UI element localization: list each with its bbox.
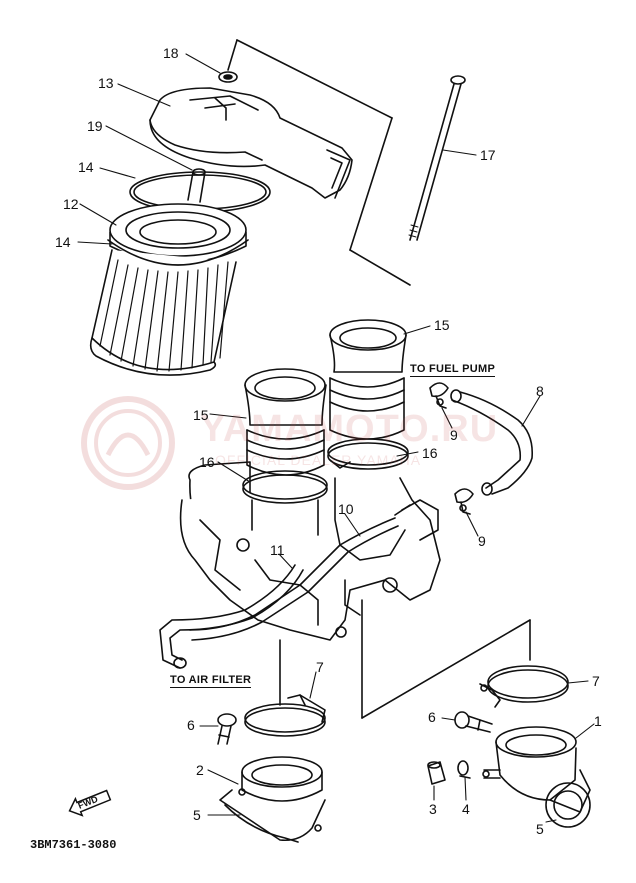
callout-18: 18 [163,45,179,61]
part-15-funnel-right [329,319,407,440]
note-to-fuel-pump: TO FUEL PUMP [410,363,496,377]
diagram-part-number: 3BM7361-3080 [30,838,117,852]
callout-12: 12 [63,196,79,212]
assembly-bracket-top [227,39,411,286]
callout-5-left: 5 [193,807,201,823]
part-1-joint-right [482,726,591,813]
assembly-bracket-bottom [279,599,531,719]
callout-13: 13 [98,75,114,91]
part-12-filter-element [89,203,247,376]
callout-6-left: 6 [187,717,195,733]
callout-5-right: 5 [536,821,544,837]
callout-14-top: 14 [78,159,94,175]
callout-2: 2 [196,762,204,778]
callout-15-left: 15 [193,407,209,423]
part-14-oring-lower [107,239,249,266]
part-5-gasket-left [224,804,299,843]
callout-1: 1 [594,713,602,729]
callout-3: 3 [429,801,437,817]
part-16-clamp-left [242,470,328,536]
part-8-fuel-hose [450,389,534,496]
part-18-nut [218,71,238,83]
callout-7-right: 7 [592,673,600,689]
part-9-clip-top [429,382,449,409]
part-16-clamp-right [327,438,409,470]
part-19-stud [187,168,206,203]
callout-15-right: 15 [434,317,450,333]
fwd-arrow-icon [68,789,112,817]
callout-17: 17 [480,147,496,163]
callout-11: 11 [270,542,285,558]
part-5-gasket-right [545,782,591,828]
callout-16-right: 16 [422,445,438,461]
watermark-logo [81,396,175,490]
part-4-clip [457,760,471,779]
part-13-filter-case [149,87,353,199]
part-15-funnel-left [244,368,327,476]
part-9-clip-bottom [454,488,474,515]
callout-10: 10 [338,501,354,517]
leader-lines [77,53,595,823]
fwd-arrow: FWD [64,784,115,822]
carburetor-assembly [179,461,441,641]
watermark-text: YAMAMOTO.RU [200,408,499,450]
watermark-subtext: OFFICIAL DEALER YAMAHA [215,452,422,468]
part-2-joint-left [219,756,326,842]
part-7-clamp-right [479,665,569,708]
part-3-cap [427,761,446,785]
callout-16-left: 16 [199,454,215,470]
callout-6-right: 6 [428,709,436,725]
note-to-air-filter: TO AIR FILTER [170,674,252,688]
callout-9-bottom: 9 [478,533,486,549]
part-17-long-bolt [408,75,466,241]
callout-9-top: 9 [450,427,458,443]
part-6-screw-left [217,713,237,745]
part-6-screw-right [454,711,493,733]
callout-4: 4 [462,801,470,817]
part-11-hose [159,564,304,669]
callout-19: 19 [87,118,103,134]
callout-8: 8 [536,383,544,399]
part-7-clamp-left [244,694,326,737]
callout-14-lower: 14 [55,234,71,250]
callout-7-left: 7 [316,659,324,675]
